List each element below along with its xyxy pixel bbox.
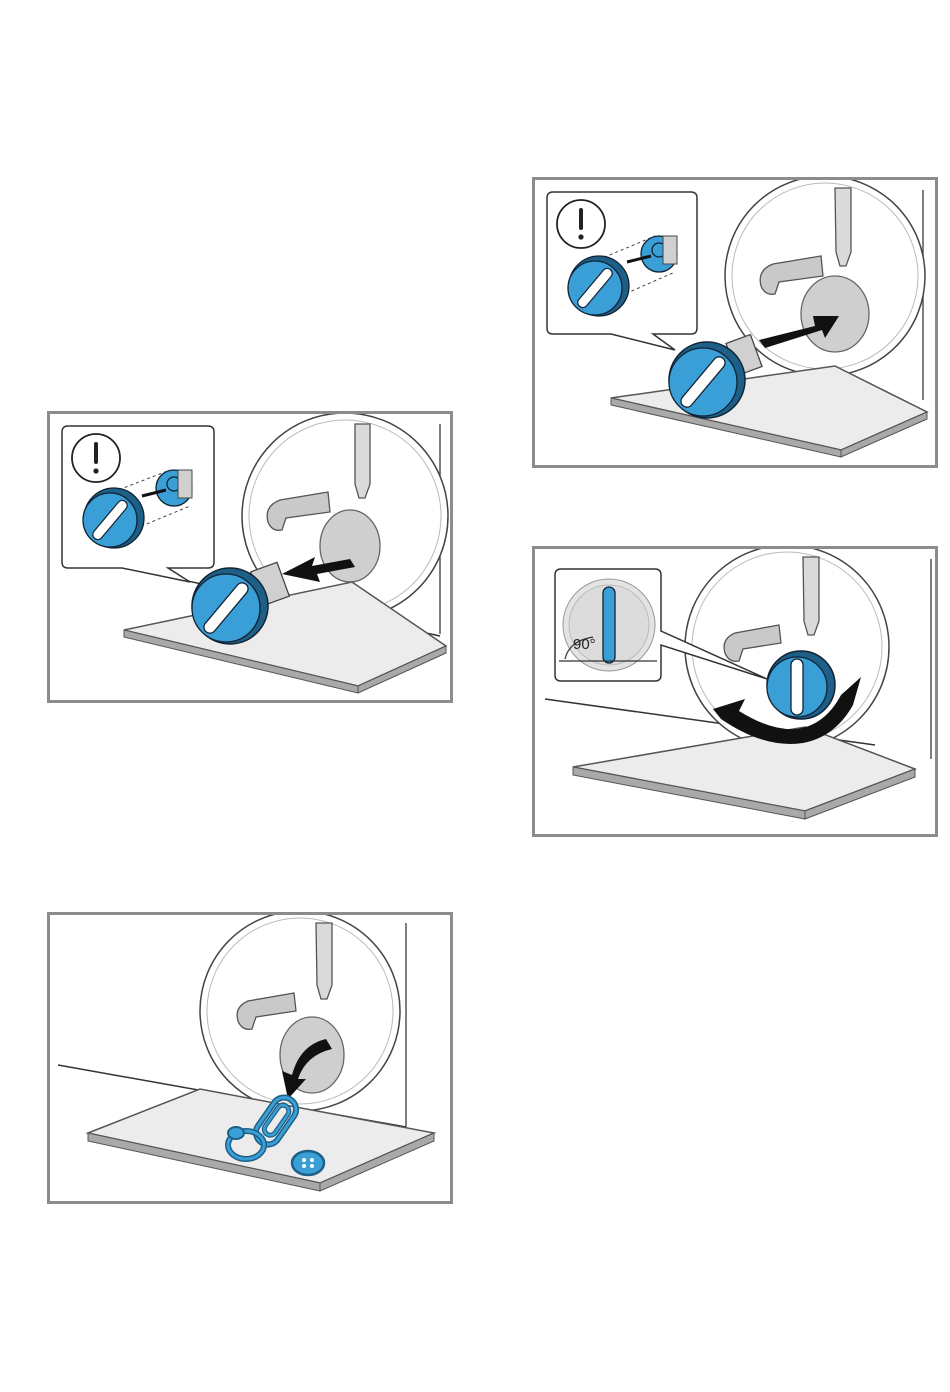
magnified-view [685, 549, 889, 749]
warning-callout [62, 426, 214, 582]
button-icon [292, 1151, 324, 1175]
panel-insert-filter-cap [532, 177, 938, 468]
door-hinge [355, 424, 370, 498]
panel-drain-debris [47, 912, 453, 1204]
cap-indicator-vertical [603, 587, 615, 663]
rotation-angle-label: 90° [573, 636, 596, 653]
collection-tray [611, 366, 927, 457]
panel-remove-filter-cap [47, 411, 453, 703]
warning-callout [547, 192, 697, 350]
illustration-insert-cap [535, 180, 935, 465]
door-hinge [803, 557, 819, 635]
filter-opening [801, 276, 869, 352]
door-hinge [835, 188, 851, 266]
illustration-drain-debris [50, 915, 450, 1201]
illustration-remove-cap [50, 414, 450, 700]
illustration-rotate-cap: 90° [535, 549, 935, 834]
warning-icon [72, 434, 120, 482]
door-hinge [316, 923, 332, 999]
warning-icon [557, 200, 605, 248]
filter-cap-icon [767, 651, 835, 719]
collection-tray [573, 727, 915, 819]
panel-rotate-filter-cap: 90° [532, 546, 938, 837]
